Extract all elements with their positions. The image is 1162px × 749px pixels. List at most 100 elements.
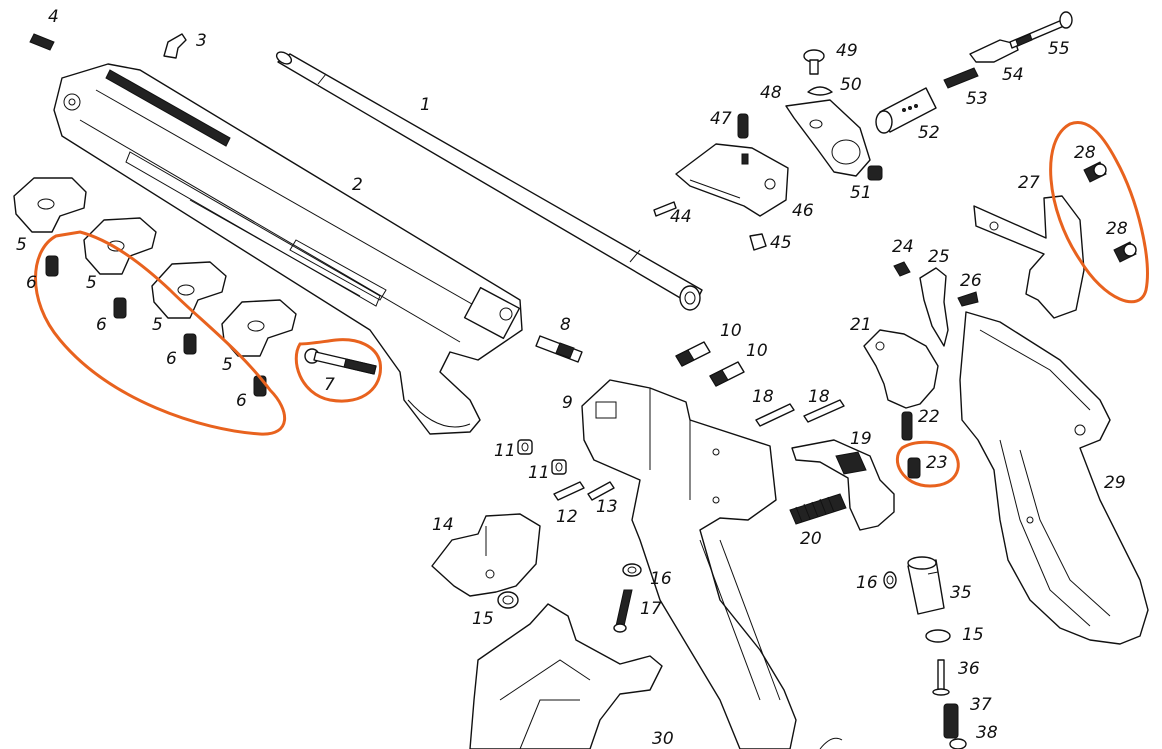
label-part-6: 6	[166, 349, 177, 369]
label-part-5: 5	[16, 235, 27, 255]
label-part-15: 15	[962, 625, 984, 645]
part-12-pin	[553, 481, 585, 501]
part-37-spring	[943, 703, 959, 739]
part-5-clip	[151, 261, 227, 319]
part-50-clip	[807, 86, 833, 96]
label-part-19: 19	[850, 429, 872, 449]
label-part-20: 20	[800, 529, 822, 549]
highlight-mark-part-7	[294, 338, 382, 403]
part-6-screw	[113, 297, 127, 319]
part-45	[749, 233, 767, 251]
part-36-pin	[932, 659, 950, 696]
label-part-10: 10	[746, 341, 768, 361]
label-part-1: 1	[420, 95, 431, 115]
part-52-cylinder	[875, 87, 937, 134]
part-11-bushing	[517, 439, 533, 455]
label-part-6: 6	[96, 315, 107, 335]
label-part-49: 49	[836, 41, 858, 61]
label-part-54: 54	[1002, 65, 1024, 85]
label-part-4: 4	[48, 7, 59, 27]
part-27	[973, 195, 1085, 319]
part-22-spring	[901, 411, 913, 441]
label-part-5: 5	[222, 355, 233, 375]
label-part-45: 45	[770, 233, 792, 253]
part-5-clip	[13, 177, 87, 233]
part-48-sight	[785, 99, 871, 177]
part-24	[893, 261, 911, 277]
label-part-35: 35	[950, 583, 972, 603]
part-5-clip	[83, 217, 157, 275]
label-part-47: 47	[710, 109, 732, 129]
part-9-frame	[581, 379, 797, 749]
label-part-12: 12	[556, 507, 578, 527]
label-part-17: 17	[640, 599, 662, 619]
part-51	[867, 165, 883, 181]
part-1-barrel	[275, 51, 703, 311]
part-4-screw	[29, 33, 55, 51]
label-part-16: 16	[650, 569, 672, 589]
part-8-pin	[535, 335, 583, 363]
part-11-bushing	[551, 459, 567, 475]
part-38	[949, 738, 967, 749]
label-part-8: 8	[560, 315, 571, 335]
label-part-23: 23	[926, 453, 948, 473]
part-14	[431, 513, 541, 597]
part-10-bushing	[709, 361, 745, 387]
part-10-bushing	[675, 341, 711, 367]
label-part-37: 37	[970, 695, 992, 715]
label-part-25: 25	[928, 247, 950, 267]
part-55-bolt	[1009, 11, 1073, 49]
label-part-30: 30	[652, 729, 674, 749]
part-13-pin	[587, 481, 615, 501]
part-18-pin	[755, 403, 795, 427]
highlight-mark-part-23	[895, 440, 960, 488]
label-part-15: 15	[472, 609, 494, 629]
part-44-pin	[653, 201, 677, 217]
label-part-28: 28	[1106, 219, 1128, 239]
highlight-mark-clips-screws	[34, 230, 286, 436]
label-part-44: 44	[670, 207, 692, 227]
label-part-6: 6	[26, 273, 37, 293]
part-54-plate	[969, 39, 1019, 63]
part-28-screw	[1113, 241, 1137, 263]
highlight-mark-part-28	[1049, 121, 1149, 304]
part-17-screw	[613, 589, 633, 633]
part-25	[919, 267, 949, 347]
part-28-screw	[1083, 161, 1107, 183]
label-part-55: 55	[1048, 39, 1070, 59]
label-part-11: 11	[494, 441, 516, 461]
label-part-5: 5	[152, 315, 163, 335]
part-35	[907, 556, 945, 615]
label-part-16: 16	[856, 573, 878, 593]
label-part-29: 29	[1104, 473, 1126, 493]
label-part-36: 36	[958, 659, 980, 679]
part-6-screw	[183, 333, 197, 355]
label-part-26: 26	[960, 271, 982, 291]
label-part-51: 51	[850, 183, 872, 203]
label-part-22: 22	[918, 407, 940, 427]
label-part-10: 10	[720, 321, 742, 341]
label-part-18: 18	[752, 387, 774, 407]
label-part-14: 14	[432, 515, 454, 535]
label-part-3: 3	[196, 31, 207, 51]
part-26	[957, 291, 979, 307]
part-6-screw	[45, 255, 59, 277]
part-3	[163, 33, 187, 59]
part-47	[737, 113, 749, 139]
part-30-grip	[469, 603, 843, 749]
label-part-38: 38	[976, 723, 998, 743]
label-part-18: 18	[808, 387, 830, 407]
label-part-21: 21	[850, 315, 872, 335]
label-part-46: 46	[792, 201, 814, 221]
part-49-screw	[803, 49, 825, 75]
part-15-washer	[497, 591, 519, 609]
part-20-spring	[789, 493, 847, 525]
part-29-grip	[959, 311, 1149, 645]
part-2-receiver	[53, 63, 523, 435]
part-16-ring	[622, 563, 642, 577]
part-23-spring	[907, 457, 921, 479]
label-part-24: 24	[892, 237, 914, 257]
label-part-2: 2	[352, 175, 363, 195]
part-21	[863, 329, 939, 409]
